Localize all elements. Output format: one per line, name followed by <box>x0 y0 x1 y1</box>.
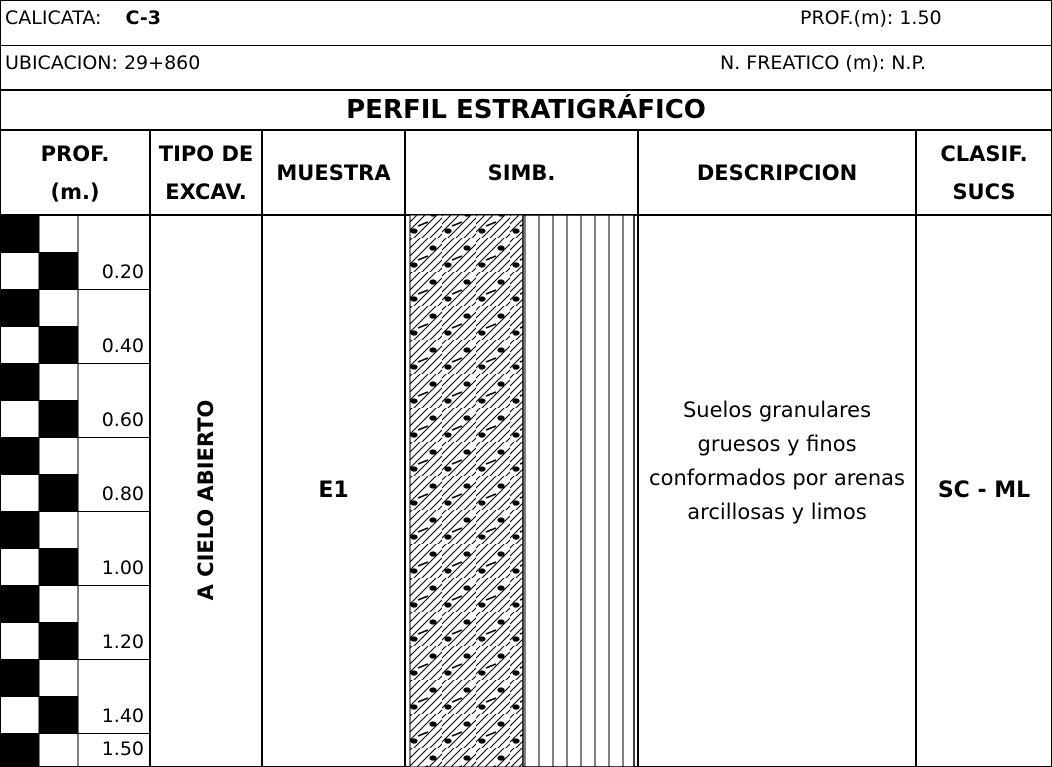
page-title: PERFIL ESTRATIGRÁFICO <box>346 95 706 125</box>
stratum-description: Suelos granulares gruesos y finos confor… <box>649 398 905 524</box>
prof-value: 1.50 <box>899 7 942 29</box>
freatico-value: N.P. <box>891 52 926 74</box>
col-header-clasif: CLASIF. SUCS <box>940 141 1028 204</box>
sample-id: E1 <box>318 477 349 503</box>
depth-label: 0.20 <box>101 261 144 283</box>
depth-label: 0.80 <box>101 483 144 505</box>
col-header-tipo: TIPO DE EXCAV. <box>158 141 254 204</box>
sucs-classification: SC - ML <box>937 477 1031 503</box>
col-header-muestra: MUESTRA <box>276 160 391 185</box>
depth-label: 1.40 <box>101 705 144 727</box>
ubicacion-label: UBICACION: <box>5 52 118 74</box>
col-header-prof: PROF. (m.) <box>40 141 110 204</box>
col-header-simb: SIMB. <box>487 160 556 185</box>
depth-label: 0.60 <box>101 409 144 431</box>
symbol-clayey-sand <box>409 214 524 767</box>
depth-label: 1.00 <box>101 557 144 579</box>
depth-label: 0.40 <box>101 335 144 357</box>
excavation-type: A CIELO ABIERTO <box>194 399 218 601</box>
symbol-silt <box>522 214 635 767</box>
depth-label: 1.20 <box>101 631 144 653</box>
header-info: CALICATA: C-3 PROF.(m): 1.50 UBICACION: … <box>0 0 1052 90</box>
ubicacion-value: 29+860 <box>123 52 201 74</box>
calicata-label: CALICATA: <box>5 7 102 29</box>
depth-label: 1.50 <box>101 738 144 760</box>
col-header-descripcion: DESCRIPCION <box>696 160 858 185</box>
prof-label: PROF.(m): <box>800 7 894 29</box>
freatico-label: N. FREATICO (m): <box>720 52 886 74</box>
depth-checkerboard <box>0 215 150 767</box>
calicata-value: C-3 <box>125 7 162 29</box>
